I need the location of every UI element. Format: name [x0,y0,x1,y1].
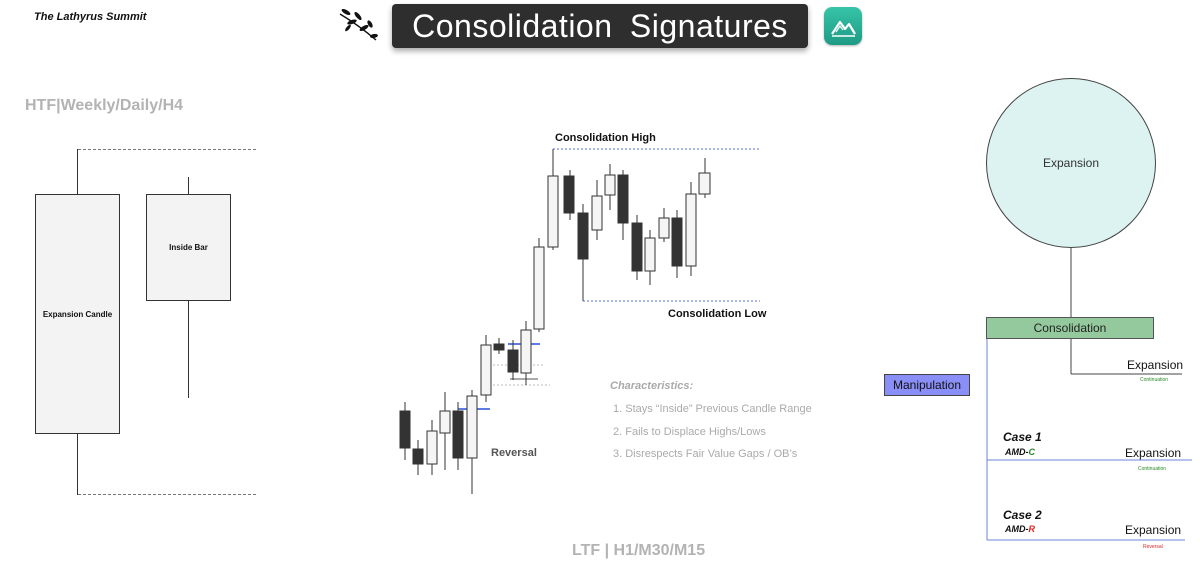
ltf-candle [533,246,545,330]
case-2-code: AMD-R [1005,524,1035,534]
reversal-sublabel: Reversal [1143,544,1163,550]
consolidation-low-label: Consolidation Low [668,308,767,320]
expansion-label-3: Expansion [1125,523,1182,537]
htf-low-dashed-line [78,494,256,495]
reversal-label: Reversal [491,447,537,459]
expansion-circle-label: Expansion [1042,156,1100,170]
manipulation-box: Manipulation [884,374,970,396]
brand-name: The Lathyrus Summit [34,11,147,23]
inside-bar-candle: Inside Bar [146,194,231,301]
expansion-candle-upper-wick [77,149,78,195]
ltf-candle [658,217,670,239]
expansion-circle: Expansion [986,78,1156,248]
leaf-branch-icon [339,8,378,41]
ltf-candle [480,344,492,396]
ltf-candle [604,174,616,196]
ltf-candle [520,329,532,374]
case-1-title: Case 1 [1003,430,1042,444]
ltf-candle [563,175,575,214]
expansion-candle: Expansion Candle [35,194,120,434]
ltf-candle [685,193,697,267]
ltf-candle [644,237,656,272]
continuation-sublabel-1: Continuation [1140,377,1169,383]
consolidation-box: Consolidation [986,317,1154,339]
page-title: Consolidation Signatures [392,4,808,48]
ltf-candle [466,395,478,459]
ltf-candle [671,217,683,267]
ltf-candle [591,195,603,231]
amd-connector-lines [986,248,1192,541]
case-2-title: Case 2 [1003,508,1042,522]
ltf-candle [577,212,589,260]
case-1-code-suffix: C [1028,447,1036,457]
characteristic-item: 1. Stays “Inside” Previous Candle Range [613,403,812,415]
inside-bar-upper-wick [188,177,189,195]
htf-timeframe-label: HTF|Weekly/Daily/H4 [25,97,184,114]
ltf-candle [631,222,643,272]
ltf-candle [439,410,451,434]
mountain-app-icon [824,7,862,45]
expansion-candle-label: Expansion Candle [42,309,113,319]
expansion-candle-lower-wick [77,433,78,495]
case-2-code-prefix: AMD- [1005,524,1029,534]
ltf-candle [547,175,559,248]
characteristic-item: 2. Fails to Displace Highs/Lows [613,426,766,438]
consolidation-box-label: Consolidation [1033,321,1107,335]
continuation-sublabel-2: Continuation [1138,466,1167,472]
ltf-candle [493,343,505,351]
ltf-timeframe-label: LTF | H1/M30/M15 [572,542,706,559]
case-2-code-suffix: R [1028,524,1036,534]
ltf-candle [452,410,464,459]
ltf-candle [412,448,424,465]
characteristic-item: 3. Disrespects Fair Value Gaps / OB’s [613,448,798,460]
expansion-label-1: Expansion [1127,358,1184,372]
inside-bar-lower-wick [188,300,189,398]
ltf-candle [617,174,629,224]
ltf-candlestick-diagram [399,148,760,494]
ltf-candle [507,349,519,373]
inside-bar-label: Inside Bar [169,243,208,252]
ltf-candle [426,430,438,465]
case-1-code-prefix: AMD- [1005,447,1029,457]
case-1-code: AMD-C [1005,447,1035,457]
htf-high-dashed-line [78,149,256,150]
manipulation-box-label: Manipulation [892,378,962,392]
ltf-candle [698,172,711,195]
consolidation-high-label: Consolidation High [555,132,656,144]
ltf-candle [399,410,411,449]
characteristics-title: Characteristics: [610,380,694,392]
expansion-label-2: Expansion [1125,446,1182,460]
